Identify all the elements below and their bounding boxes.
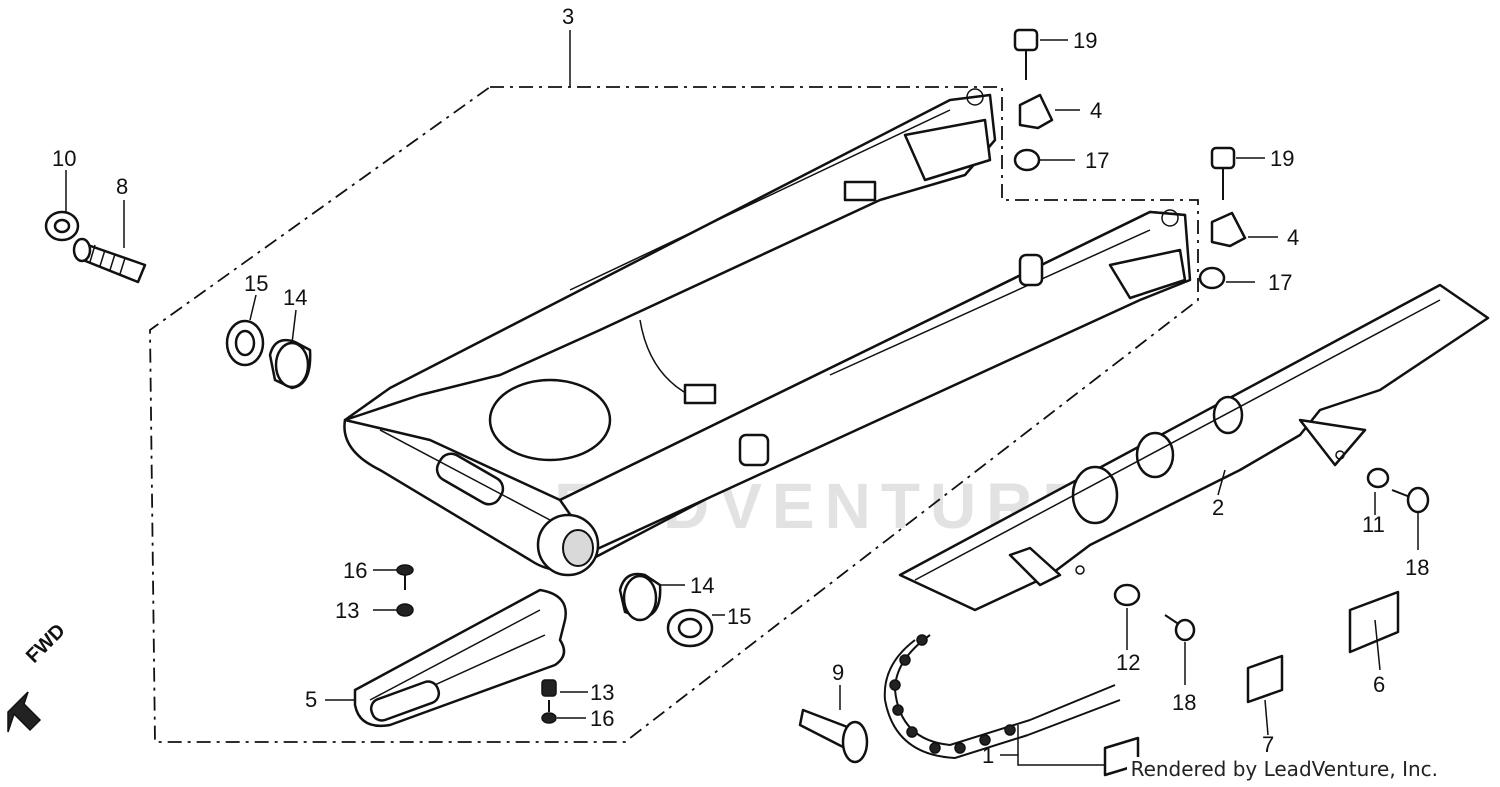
callout-9: 9 (832, 660, 844, 685)
bolt-18-right-part[interactable] (1391, 486, 1430, 514)
callout-labels: 1 2 3 4 4 5 6 7 8 9 10 11 12 13 13 14 14… (52, 4, 1429, 768)
callout-18-right: 18 (1405, 555, 1429, 580)
callout-16-lower: 16 (590, 706, 614, 731)
callout-17-upper: 17 (1085, 148, 1109, 173)
bushing-lower-part[interactable] (618, 572, 662, 622)
callout-19-lower: 19 (1270, 146, 1294, 171)
callout-12: 12 (1116, 650, 1140, 675)
callout-14-upper: 14 (283, 285, 307, 310)
adjuster-nut-upper-part[interactable] (1013, 148, 1041, 172)
callout-16-upper: 16 (343, 558, 367, 583)
callout-8: 8 (116, 174, 128, 199)
callout-13-upper: 13 (335, 598, 359, 623)
dust-seal-upper-part[interactable] (225, 319, 265, 367)
callout-1: 1 (982, 743, 994, 768)
collar-lower-part[interactable] (541, 679, 557, 697)
bushing-upper-part[interactable] (268, 338, 312, 390)
callout-13-lower: 13 (590, 680, 614, 705)
assembly-boundary (149, 86, 1199, 743)
chain-case-part[interactable] (898, 283, 1490, 612)
render-credit: Rendered by LeadVenture, Inc. (1126, 757, 1442, 781)
adjuster-bolt-lower-part[interactable] (1210, 146, 1236, 200)
callout-11: 11 (1362, 512, 1385, 537)
label-7-part[interactable] (1246, 654, 1284, 704)
callout-17-lower: 17 (1268, 270, 1292, 295)
callout-3: 3 (562, 4, 574, 29)
adjuster-bolt-upper-part[interactable] (1013, 28, 1039, 80)
callout-5: 5 (305, 687, 317, 712)
chain-part[interactable] (883, 634, 1121, 760)
callout-14-lower: 14 (690, 573, 714, 598)
callout-7: 7 (1262, 732, 1274, 757)
forward-arrow-icon (7, 691, 42, 733)
chain-slider-part[interactable] (353, 588, 567, 728)
screw-upper-part[interactable] (396, 564, 414, 590)
adjuster-block-lower-part[interactable] (1210, 211, 1247, 248)
callout-19-upper: 19 (1073, 28, 1097, 53)
leader-lines (65, 39, 1419, 766)
collar-upper-part[interactable] (396, 603, 414, 617)
nut-11-part[interactable] (1366, 467, 1390, 489)
bolt-9-part[interactable] (798, 708, 869, 764)
callout-6: 6 (1373, 672, 1385, 697)
adjuster-nut-lower-part[interactable] (1198, 266, 1226, 290)
screw-lower-part[interactable] (541, 700, 557, 724)
bolt-18-lower-part[interactable] (1164, 614, 1196, 642)
swingarm-part[interactable] (343, 88, 1192, 577)
callout-18-lower: 18 (1172, 690, 1196, 715)
callout-15-lower: 15 (727, 604, 751, 629)
callout-10: 10 (52, 146, 76, 171)
pivot-bolt-part[interactable] (72, 237, 147, 284)
label-6-part[interactable] (1348, 590, 1400, 654)
collar-12-part[interactable] (1113, 583, 1141, 607)
adjuster-block-upper-part[interactable] (1018, 93, 1054, 130)
callout-2: 2 (1212, 495, 1224, 520)
callout-4-lower: 4 (1287, 225, 1299, 250)
pivot-nut-part[interactable] (44, 210, 80, 242)
callout-4-upper: 4 (1090, 98, 1102, 123)
dust-seal-lower-part[interactable] (666, 608, 714, 648)
callout-15-upper: 15 (244, 271, 268, 296)
